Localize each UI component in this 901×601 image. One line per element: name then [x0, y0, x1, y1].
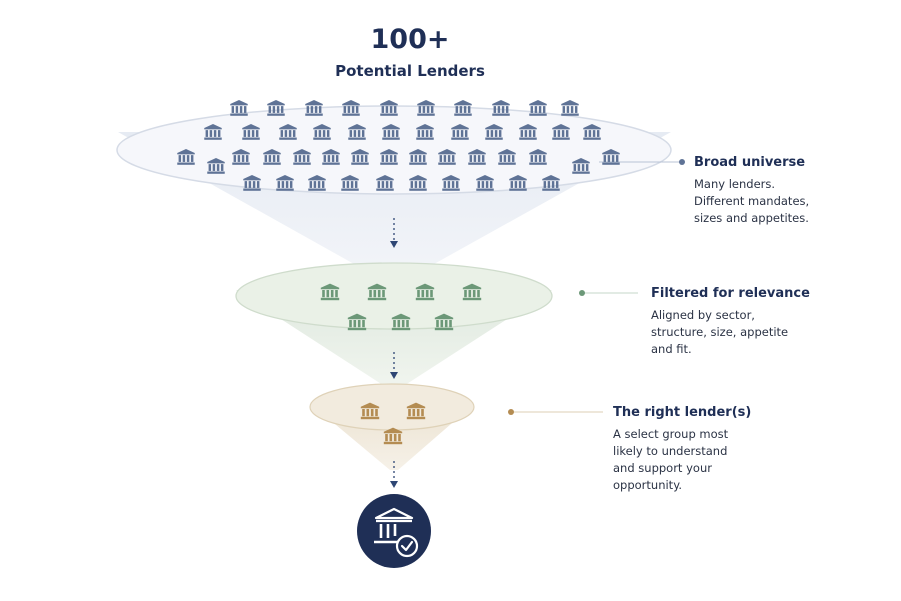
flow-connectors — [390, 218, 398, 488]
bank-icon — [561, 100, 579, 116]
callout-line: and support your — [613, 461, 712, 475]
callout-filtered-relevance: Filtered for relevance Aligned by sector… — [651, 286, 851, 358]
callout-title: The right lender(s) — [613, 405, 752, 420]
arrow-down-icon — [390, 241, 398, 248]
callout-broad-universe: Broad universe Many lenders. Different m… — [694, 155, 894, 227]
arrow-down-icon — [390, 481, 398, 488]
callout-line: Many lenders. — [694, 177, 776, 191]
callout-description: Aligned by sector, structure, size, appe… — [651, 307, 851, 358]
callout-title: Broad universe — [694, 155, 806, 170]
callout-dot-broad — [679, 159, 685, 165]
callout-line: sizes and appetites. — [694, 211, 809, 225]
bank-check-icon — [374, 507, 419, 558]
funnel-stage-broad-rim — [116, 105, 672, 195]
callout-dot-filtered — [579, 290, 585, 296]
callout-line: A select group most — [613, 427, 729, 441]
callout-lines — [508, 159, 685, 415]
callout-line: opportunity. — [613, 478, 683, 492]
callout-line: likely to understand — [613, 444, 728, 458]
callout-dot-right — [508, 409, 514, 415]
lender-count-heading: 100+ — [370, 24, 450, 55]
callout-right-lender: The right lender(s) A select group most … — [613, 405, 813, 494]
callout-line: Aligned by sector, — [651, 308, 755, 322]
selected-lender-badge — [357, 494, 431, 568]
funnel-stage-right — [309, 383, 475, 470]
callout-title: Filtered for relevance — [651, 286, 810, 301]
funnel-stage-right-rim — [309, 383, 475, 431]
callout-description: A select group most likely to understand… — [613, 426, 813, 494]
callout-line: structure, size, appetite — [651, 325, 789, 339]
lender-count-subtitle: Potential Lenders — [335, 62, 485, 80]
callout-line: and fit. — [651, 342, 692, 356]
callout-description: Many lenders. Different mandates, sizes … — [694, 176, 894, 227]
callout-line: Different mandates, — [694, 194, 810, 208]
arrow-down-icon — [390, 372, 398, 379]
